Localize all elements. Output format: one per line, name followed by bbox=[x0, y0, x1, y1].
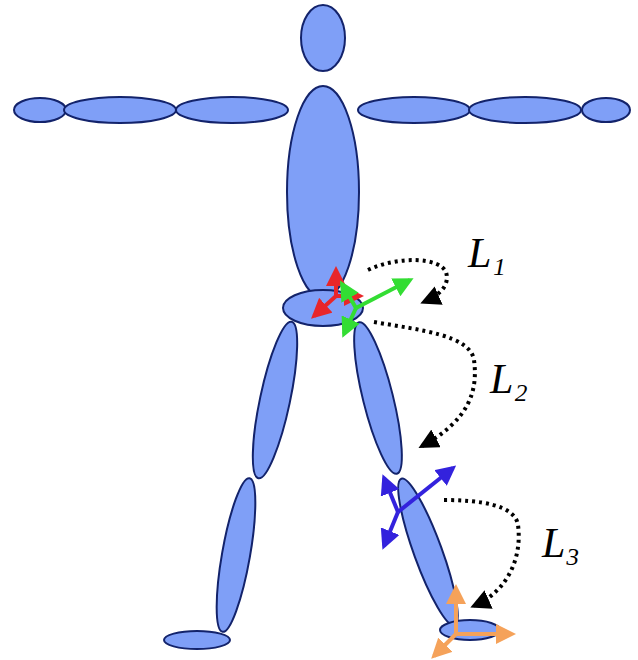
link-label: L₃ bbox=[542, 522, 580, 564]
thigh-frame bbox=[342, 280, 410, 334]
axis bbox=[356, 280, 410, 308]
transform-arrow bbox=[374, 322, 475, 446]
torso bbox=[287, 86, 359, 298]
left-upper-arm bbox=[176, 97, 288, 123]
axis bbox=[434, 634, 456, 656]
ankle-frame bbox=[434, 588, 512, 656]
link-label: L₂ bbox=[490, 358, 528, 400]
left-thigh bbox=[244, 319, 307, 482]
transform-arrow bbox=[444, 500, 519, 606]
right-foot bbox=[440, 620, 500, 640]
axis bbox=[314, 296, 336, 316]
transform-arrows bbox=[368, 260, 519, 606]
axis bbox=[454, 588, 458, 634]
knee-frame bbox=[384, 468, 453, 546]
right-forearm bbox=[469, 97, 581, 123]
left-shin bbox=[209, 476, 264, 634]
axis bbox=[384, 478, 398, 512]
link-label: L₁ bbox=[468, 232, 506, 274]
right-thigh bbox=[345, 319, 412, 478]
right-upper-arm bbox=[358, 97, 470, 123]
axis bbox=[456, 632, 512, 636]
body-parts bbox=[14, 5, 630, 649]
axis bbox=[344, 308, 356, 334]
transform-arrow bbox=[368, 260, 447, 302]
left-forearm bbox=[64, 97, 176, 123]
head bbox=[301, 5, 345, 71]
right-hand bbox=[582, 98, 630, 122]
axis bbox=[398, 468, 453, 512]
axis bbox=[342, 284, 356, 308]
left-hand bbox=[14, 98, 66, 122]
left-foot bbox=[164, 631, 230, 649]
axis bbox=[384, 512, 398, 546]
axis bbox=[334, 270, 338, 296]
hip-frame bbox=[314, 270, 360, 316]
